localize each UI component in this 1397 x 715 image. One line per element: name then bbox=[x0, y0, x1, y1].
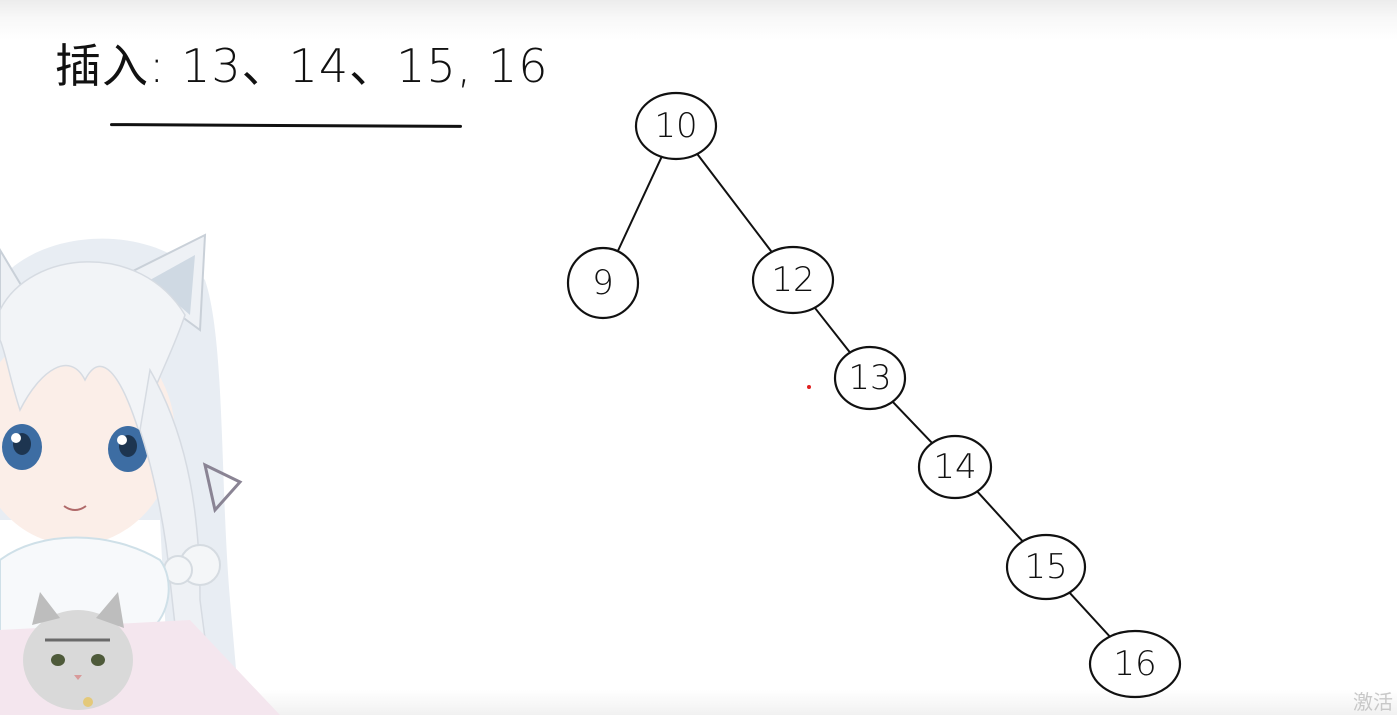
tree-edge-12-13 bbox=[813, 306, 852, 354]
tree-node-circle bbox=[566, 246, 640, 320]
tree-node-label: 14 bbox=[933, 447, 976, 487]
presenter-avatar-illustration bbox=[0, 233, 280, 715]
tree-node-circle bbox=[751, 245, 835, 315]
tree-node-9: 9 bbox=[566, 246, 640, 320]
tree-edges bbox=[616, 152, 1111, 638]
tree-node-14: 14 bbox=[917, 434, 993, 500]
tree-edge-13-14 bbox=[891, 400, 934, 445]
tree-node-16: 16 bbox=[1088, 629, 1182, 699]
tree-edge-15-16 bbox=[1068, 591, 1111, 638]
tree-node-label: 16 bbox=[1113, 644, 1156, 684]
tree-node-label: 9 bbox=[592, 263, 614, 303]
tree-node-circle bbox=[1005, 533, 1087, 601]
insert-sequence-heading: 插入: 13、14、15, 16 bbox=[55, 39, 549, 93]
tree-edge-14-15 bbox=[976, 490, 1024, 543]
tree-node-13: 13 bbox=[833, 345, 907, 411]
tree-edge-10-12 bbox=[696, 152, 773, 254]
tree-nodes: 10 9 12 13 14 15 16 bbox=[566, 91, 1182, 699]
tree-node-15: 15 bbox=[1005, 533, 1087, 601]
tree-node-label: 15 bbox=[1024, 547, 1067, 587]
tree-node-circle bbox=[917, 434, 993, 500]
pen-cursor-dot bbox=[807, 385, 811, 389]
tree-node-label: 13 bbox=[848, 358, 891, 398]
activation-watermark: 激活 bbox=[1353, 690, 1393, 714]
tree-edge-10-9 bbox=[616, 155, 663, 253]
tree-node-label: 10 bbox=[654, 106, 697, 146]
tree-node-circle bbox=[833, 345, 907, 411]
tree-node-10: 10 bbox=[634, 91, 718, 161]
tree-node-circle bbox=[634, 91, 718, 161]
tree-node-label: 12 bbox=[771, 260, 814, 300]
tree-node-12: 12 bbox=[751, 245, 835, 315]
tree-node-circle bbox=[1088, 629, 1182, 699]
